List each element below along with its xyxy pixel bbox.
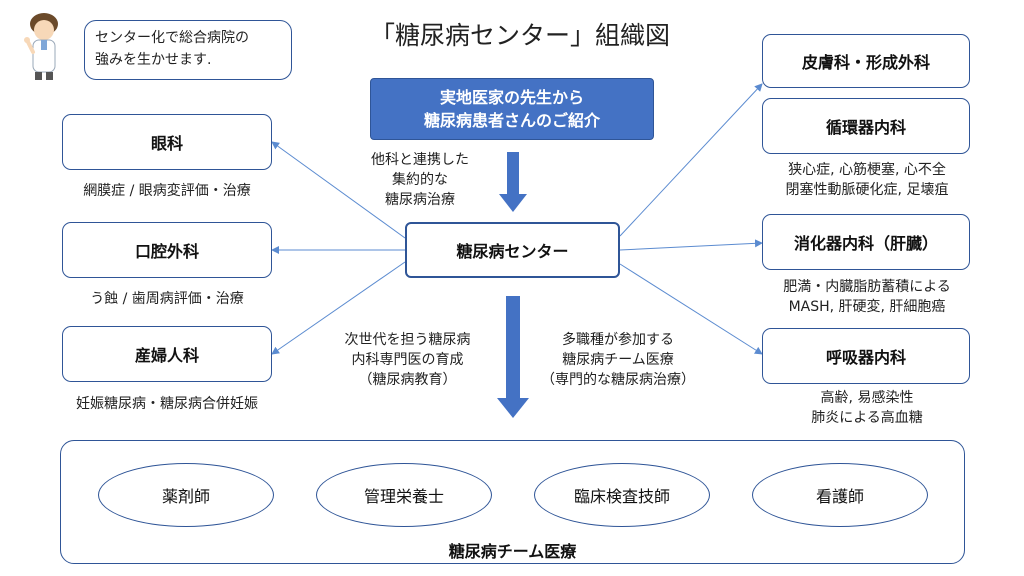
dept-oral-surgery: 口腔外科: [62, 222, 272, 278]
caption-oral-surgery: う蝕 / 歯周病評価・治療: [90, 291, 244, 307]
caption-obstetrics: 妊娠糖尿病・糖尿病合併妊娠: [76, 396, 258, 412]
line-to-gastro: [619, 239, 763, 251]
dept-ophthalmology: 眼科: [62, 114, 272, 170]
caption-respiratory-line-1: 高齢, 易感染性: [820, 390, 914, 406]
referral-line-1: 実地医家の先生から: [439, 88, 584, 107]
referral-note-line-3: 糖尿病治療: [385, 192, 455, 208]
team-note-line-2: 糖尿病チーム医療: [562, 352, 674, 368]
referral-note: 他科と連携した 集約的な 糖尿病治療: [345, 150, 495, 210]
line-to-dermatology: [619, 83, 763, 237]
line-to-ophthalmology: [271, 141, 406, 239]
caption-cardiology-line-1: 狭心症, 心筋梗塞, 心不全: [788, 162, 946, 178]
diabetes-center-box: 糖尿病センター: [405, 222, 620, 278]
referral-note-line-2: 集約的な: [392, 172, 448, 188]
speech-bubble: センター化で総合病院の 強みを生かせます.: [84, 20, 292, 80]
team-member-lab-technician: 臨床検査技師: [534, 463, 710, 527]
team-label: 糖尿病チーム医療: [448, 542, 577, 561]
team-note: 多職種が参加する 糖尿病チーム医療 （専門的な糖尿病治療）: [528, 330, 708, 390]
team-note-line-3: （専門的な糖尿病治療）: [541, 372, 695, 388]
caption-respiratory-line-2: 肺炎による高血糖: [811, 410, 923, 426]
referral-line-2: 糖尿病患者さんのご紹介: [423, 111, 600, 130]
dept-respiratory: 呼吸器内科: [762, 328, 970, 384]
doctor-illustration: [24, 13, 58, 80]
dept-dermatology: 皮膚科・形成外科: [762, 34, 970, 88]
bubble-line-2: 強みを生かせます.: [95, 52, 212, 68]
team-member-dietitian: 管理栄養士: [316, 463, 492, 527]
down-arrow-team: [497, 296, 529, 418]
line-to-respiratory: [619, 263, 763, 355]
referral-box: 実地医家の先生から 糖尿病患者さんのご紹介: [370, 78, 654, 140]
education-note: 次世代を担う糖尿病 内科専門医の育成 （糖尿病教育）: [320, 330, 495, 390]
caption-respiratory: 高齢, 易感染性 肺炎による高血糖: [752, 388, 982, 428]
line-to-obstetrics: [271, 261, 406, 355]
caption-gastro-line-2: MASH, 肝硬変, 肝細胞癌: [788, 299, 946, 315]
education-note-line-2: 内科専門医の育成: [351, 352, 464, 368]
down-arrow-referral: [499, 152, 527, 212]
team-note-line-1: 多職種が参加する: [562, 332, 674, 348]
dept-obstetrics: 産婦人科: [62, 326, 272, 382]
caption-ophthalmology: 網膜症 / 眼病変評価・治療: [83, 183, 251, 199]
caption-cardiology: 狭心症, 心筋梗塞, 心不全 閉塞性動脈硬化症, 足壊疽: [752, 160, 982, 200]
caption-gastroenterology: 肥満・内臓脂肪蓄積による MASH, 肝硬変, 肝細胞癌: [752, 277, 982, 317]
caption-gastro-line-1: 肥満・内臓脂肪蓄積による: [783, 279, 951, 295]
bubble-line-1: センター化で総合病院の: [95, 30, 249, 46]
page-title: 「糖尿病センター」組織図: [369, 21, 670, 50]
team-member-pharmacist: 薬剤師: [98, 463, 274, 527]
team-member-nurse: 看護師: [752, 463, 928, 527]
referral-note-line-1: 他科と連携した: [371, 152, 469, 168]
dept-gastroenterology: 消化器内科（肝臓）: [762, 214, 970, 270]
education-note-line-1: 次世代を担う糖尿病: [344, 332, 471, 348]
caption-cardiology-line-2: 閉塞性動脈硬化症, 足壊疽: [785, 182, 949, 198]
dept-cardiology: 循環器内科: [762, 98, 970, 154]
education-note-line-3: （糖尿病教育）: [358, 372, 457, 388]
